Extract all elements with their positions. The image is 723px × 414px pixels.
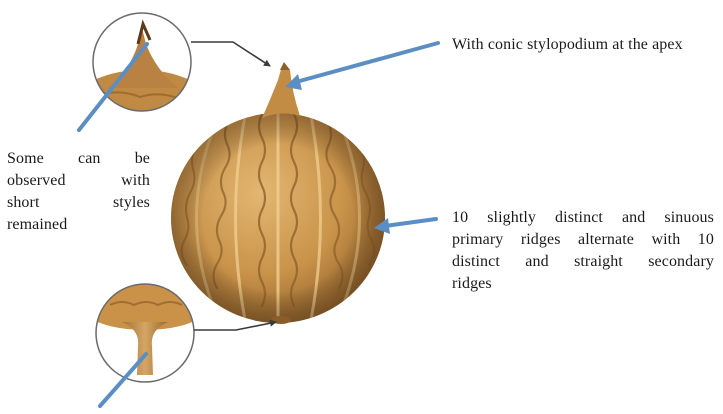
- ridges-label-line: distinct and straight secondary: [452, 251, 714, 273]
- ridges-label-line: ridges: [452, 273, 714, 295]
- top-inset-connector: [191, 42, 270, 66]
- short-styles-label-line: remained: [7, 214, 150, 236]
- short-styles-label-line: Some can be: [7, 148, 150, 170]
- stylopodium-inset: [64, 10, 220, 166]
- apex-pointer-arrow: [285, 43, 438, 90]
- ridges-label-line: primary ridges alternate with 10: [452, 229, 714, 251]
- ridges-label-line: 10 slightly distinct and sinuous: [452, 207, 714, 229]
- short-styles-label-line: observed with: [7, 170, 150, 192]
- short-styles-label-line: short styles: [7, 192, 150, 214]
- short-styles-label: Some can be observed with short styles r…: [7, 148, 150, 236]
- ridges-description-label: 10 slightly distinct and sinuous primary…: [452, 207, 714, 295]
- coriander-fruit-image: [171, 62, 385, 324]
- short-style-inset: [75, 270, 215, 393]
- apex-stylopodium-label: With conic stylopodium at the apex: [452, 34, 683, 56]
- bottom-inset-connector: [194, 322, 276, 330]
